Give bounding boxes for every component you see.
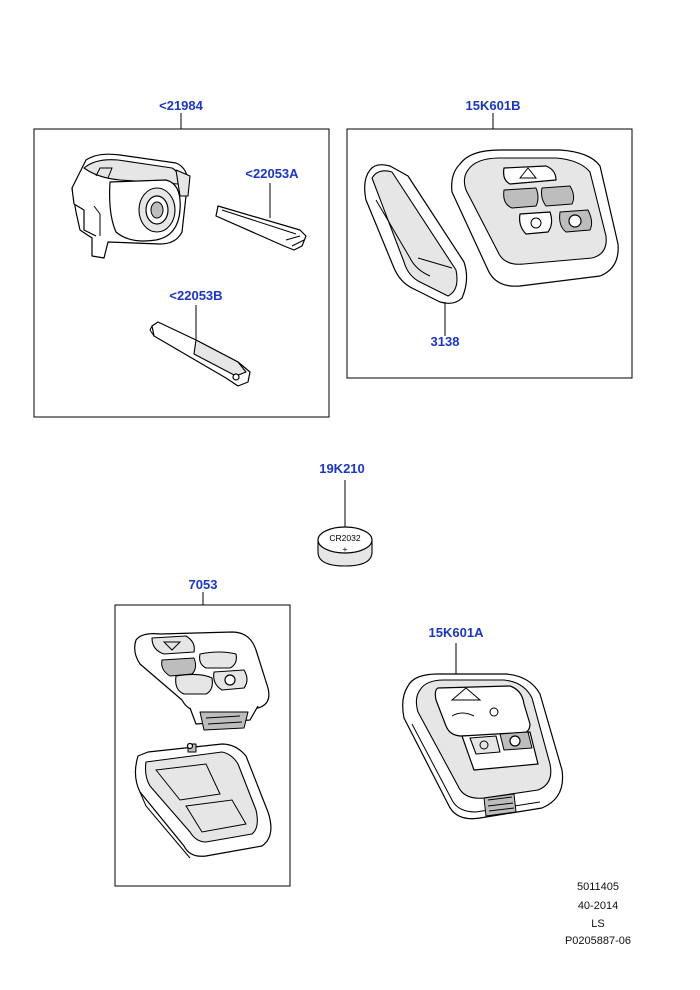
remote-fob-illustration bbox=[451, 149, 619, 287]
footer-line-4: P0205887-06 bbox=[565, 935, 631, 947]
trunk-button-icon bbox=[503, 187, 539, 209]
housing-set-group: 7053 bbox=[114, 577, 291, 887]
key-blade-b-illustration: <22053B bbox=[149, 288, 251, 387]
remote-transmitter-group: 15K601B 3138 bbox=[346, 98, 633, 379]
battery-group: 19K210 CR2032 + bbox=[317, 461, 373, 567]
callout-remote-transmitter: 15K601B bbox=[466, 98, 521, 113]
unlock-button-icon bbox=[519, 211, 553, 235]
keypad-illustration bbox=[134, 631, 270, 731]
callout-lock-cylinder: <21984 bbox=[159, 98, 204, 113]
trunk-button-icon bbox=[451, 712, 475, 717]
battery-model-label: CR2032 bbox=[329, 533, 360, 543]
callout-smart-key: 15K601A bbox=[429, 625, 485, 640]
battery-plus-sign: + bbox=[343, 544, 348, 554]
lock-button-icon bbox=[503, 165, 557, 185]
panic-button-icon bbox=[489, 707, 499, 717]
callout-battery: 19K210 bbox=[319, 461, 365, 476]
smart-key-illustration bbox=[402, 673, 564, 820]
callout-housing-set: 7053 bbox=[189, 577, 218, 592]
callout-key-blade-b: <22053B bbox=[169, 288, 222, 303]
unlock-button-icon bbox=[469, 735, 501, 755]
footer-line-1: 5011405 bbox=[577, 881, 619, 893]
lock-cylinder-illustration bbox=[71, 153, 191, 259]
footer-line-3: LS bbox=[591, 918, 604, 930]
smart-key-group: 15K601A bbox=[402, 625, 564, 820]
case-half-illustration: 3138 bbox=[364, 164, 468, 349]
bottom-shell-illustration bbox=[134, 742, 272, 859]
key-blade-a-illustration: <22053A bbox=[215, 166, 307, 251]
coin-cell-battery bbox=[317, 526, 373, 554]
footer-line-2: 40-2014 bbox=[578, 900, 618, 912]
group-frame-remote bbox=[346, 128, 633, 379]
lock-button-icon bbox=[450, 687, 482, 701]
lock-and-blades-group: <21984 <22053A <22053B bbox=[33, 98, 330, 418]
reference-block: 5011405 40-2014 LS P0205887-06 bbox=[565, 881, 631, 947]
callout-case-half: 3138 bbox=[431, 334, 460, 349]
callout-key-blade-a: <22053A bbox=[245, 166, 299, 181]
panic-button-icon bbox=[541, 185, 575, 207]
